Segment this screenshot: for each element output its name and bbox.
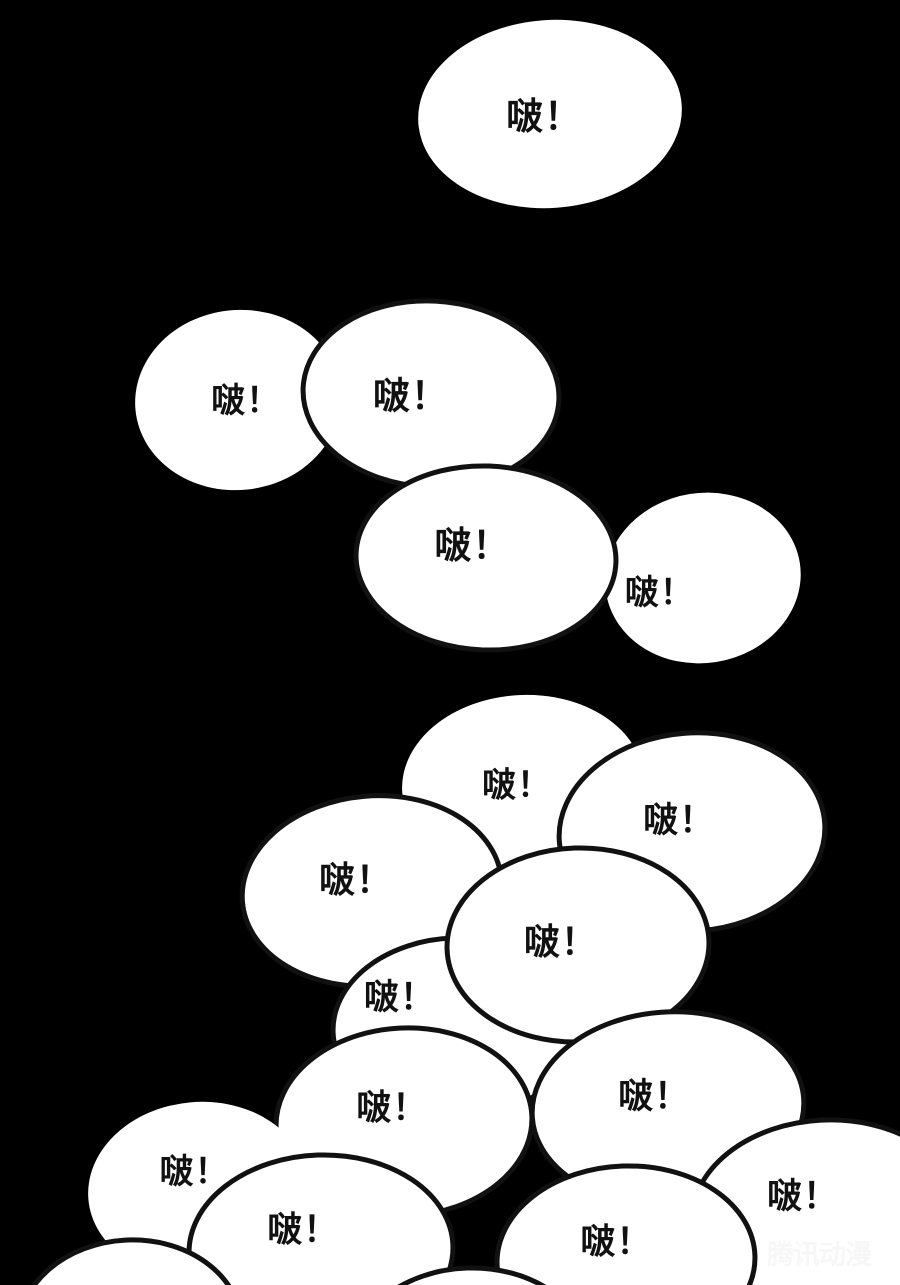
speech-bubble: 啵！ [418,19,682,209]
speech-bubble: 啵！ [300,298,562,490]
speech-bubble: 啵！ [444,845,712,1045]
speech-bubble-text: 啵！ [643,801,715,841]
speech-bubble-text: 啵！ [625,573,695,613]
speech-bubble-text: 啵！ [356,1089,428,1129]
speech-bubble: 啵！ [135,309,341,491]
speech-bubble-ellipse [353,463,619,653]
speech-bubble-text: 啵！ [319,860,393,901]
speech-bubble-ellipse [135,309,341,491]
speech-bubble-text: 啵！ [373,374,449,417]
speech-bubble: 啵！ [689,1117,900,1285]
speech-bubble-text: 啵！ [364,978,436,1018]
speech-bubble: 啵！ [605,492,801,664]
speech-bubble-text: 啵！ [434,524,510,567]
speech-bubble-text: 啵！ [211,381,281,421]
speech-bubbles: 啵！啵！啵！啵！啵！啵！啵！啵！啵！啵！啵！啵！啵！啵！啵！啵！啵！啵！ [15,19,900,1285]
speech-bubble-text: 啵！ [159,1152,229,1192]
speech-bubble: 啵！ [347,1265,593,1285]
speech-bubble: 啵！ [353,463,619,653]
speech-bubble-ellipse [605,492,801,664]
speech-bubble-text: 啵！ [482,765,552,805]
speech-bubble-text: 啵！ [618,1077,690,1117]
speech-bubble-text: 啵！ [506,95,582,138]
speech-bubble-text: 啵！ [524,922,598,963]
speech-bubble-text: 啵！ [267,1211,339,1251]
speech-bubble-ellipse [494,1163,758,1285]
speech-bubble-text: 啵！ [580,1222,652,1262]
speech-bubble: 啵！ [494,1163,758,1285]
speech-bubble-ellipse [418,19,682,209]
speech-bubble-text: 啵！ [767,1177,839,1217]
speech-bubble-ellipse [347,1265,593,1285]
